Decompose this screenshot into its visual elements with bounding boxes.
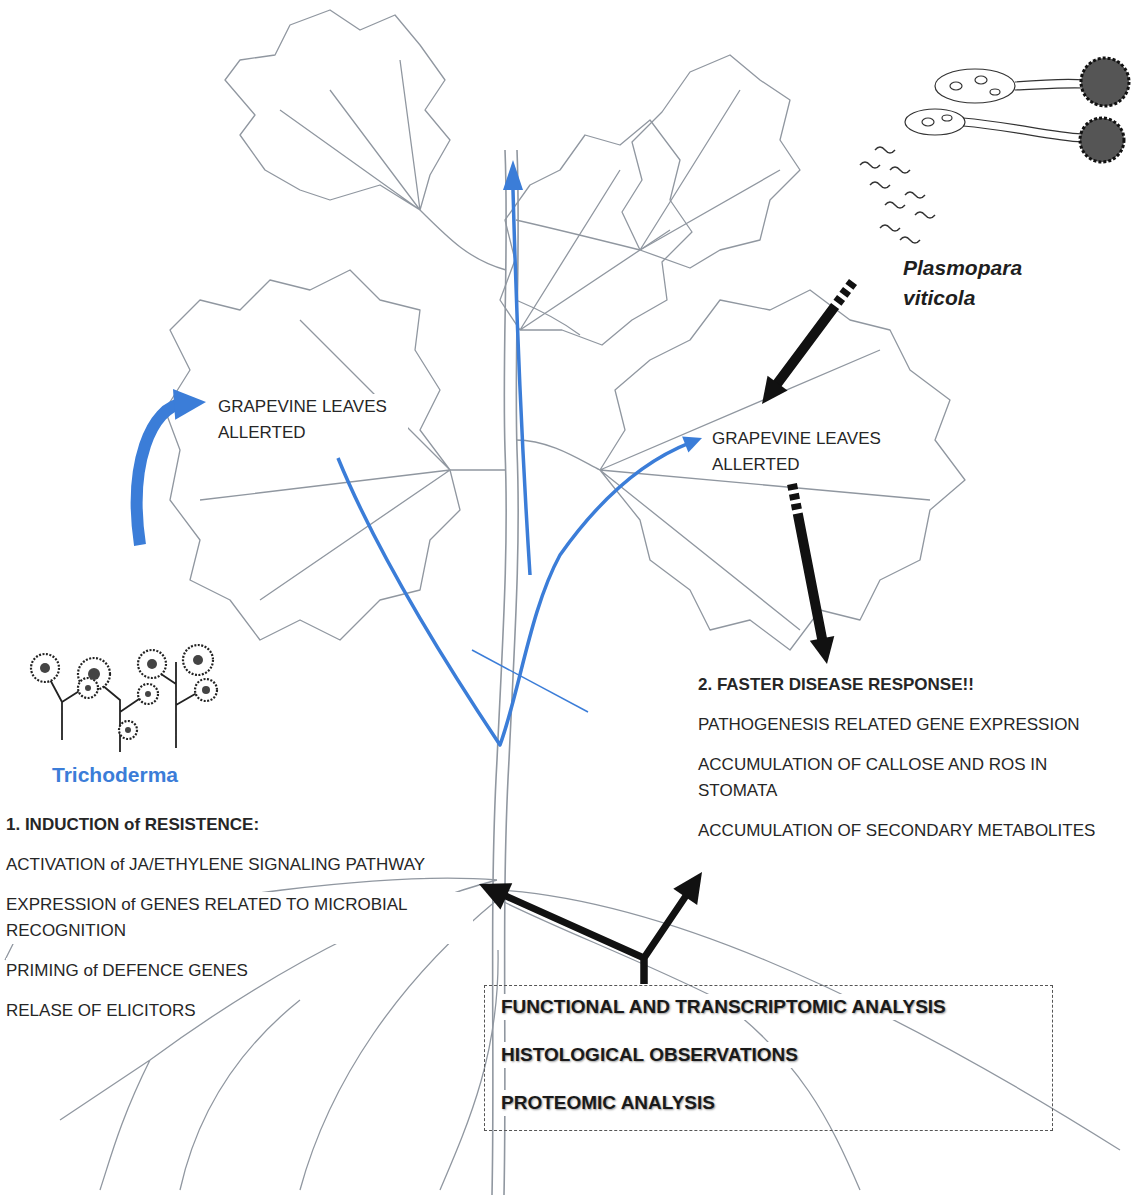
conidia-core — [145, 691, 151, 697]
conidia-core — [125, 727, 131, 733]
organism-name: Trichoderma — [52, 762, 178, 788]
signal-arrowhead — [503, 160, 523, 190]
connector-arrow — [137, 389, 206, 545]
plasmopara-sketch — [860, 58, 1129, 243]
connector-line — [498, 893, 644, 984]
conidia-cluster — [31, 654, 59, 682]
connector-arrow — [644, 872, 702, 984]
conidia-cluster — [138, 684, 158, 704]
list-item: PRIMING of DEFENCE GENES — [6, 958, 248, 984]
connector-arrow — [338, 436, 702, 745]
stem-signal-lines — [472, 160, 588, 712]
zoospore-cells — [922, 76, 1000, 126]
mycelium-mass — [1080, 118, 1124, 162]
conidia-core — [147, 659, 157, 669]
conidia-cluster — [119, 721, 137, 739]
conidia-cluster — [78, 678, 98, 698]
conidia-cluster — [183, 645, 213, 675]
signal-line — [513, 190, 530, 575]
leaf-outline — [600, 290, 965, 650]
conidia-core — [193, 655, 203, 665]
connector-line — [137, 404, 184, 545]
leaf-status: GRAPEVINE LEAVES ALLERTED — [218, 394, 408, 446]
analysis-box: FUNCTIONAL AND TRANSCRIPTOMIC ANALYSIS HI… — [484, 985, 1053, 1131]
conidia-core — [202, 686, 210, 694]
pathogen-name: Plasmopara viticola — [903, 253, 1053, 313]
leaf-outline — [225, 10, 450, 210]
list-item: RELASE OF ELICITORS — [6, 998, 196, 1024]
arrowhead — [810, 636, 835, 664]
method-item: FUNCTIONAL AND TRANSCRIPTOMIC ANALYSIS — [501, 994, 946, 1020]
leaf-label: GRAPEVINE LEAVES ALLERTED — [218, 394, 408, 446]
grapevine-sketch — [5, 10, 1120, 1195]
leaf-label: GRAPEVINE LEAVES ALLERTED — [712, 426, 902, 478]
pathogen-label: Plasmopara viticola — [903, 253, 1053, 313]
root-system — [5, 878, 1120, 1190]
signal-line — [472, 650, 588, 712]
list-item: ACCUMULATION OF SECONDARY METABOLITES — [698, 818, 1095, 844]
list-item: PATHOGENESIS RELATED GENE EXPRESSION — [698, 712, 1080, 738]
list-item: EXPRESSION of GENES RELATED TO MICROBIAL… — [6, 892, 473, 944]
list-item: ACCUMULATION OF CALLOSE AND ROS IN STOMA… — [698, 752, 1128, 804]
method-item: PROTEOMIC ANALYSIS — [501, 1090, 715, 1116]
sporangium — [905, 109, 965, 135]
arrowhead — [682, 436, 702, 452]
list-item: ACTIVATION of JA/ETHYLENE SIGNALING PATH… — [6, 852, 425, 878]
connector-line — [644, 889, 690, 984]
connector-line — [338, 443, 690, 745]
connector-arrow — [762, 282, 853, 404]
arrowhead — [762, 376, 788, 404]
leaf-outline — [500, 120, 692, 345]
leaf-outline — [622, 55, 800, 268]
arrowhead — [173, 389, 206, 420]
conidia-core — [88, 668, 100, 680]
arrowhead — [479, 883, 512, 909]
trichoderma-sketch — [31, 645, 217, 752]
zoospores — [860, 147, 935, 243]
method-item: HISTOLOGICAL OBSERVATIONS — [501, 1042, 798, 1068]
mycelium-mass — [1081, 58, 1129, 106]
conidia-core — [40, 663, 50, 673]
leaf-outline — [165, 270, 460, 640]
list-heading: 2. FASTER DISEASE RESPONSE!! — [698, 672, 974, 698]
conidia-cluster — [195, 679, 217, 701]
response-list: 2. FASTER DISEASE RESPONSE!! PATHOGENESIS… — [698, 672, 1128, 844]
organism-label: Trichoderma — [52, 762, 222, 788]
connector-line — [773, 282, 853, 389]
leaf-status: GRAPEVINE LEAVES ALLERTED — [712, 426, 902, 478]
conidia-cluster — [138, 650, 166, 678]
list-heading: 1. INDUCTION of RESISTENCE: — [6, 812, 259, 838]
conidia-core — [40, 655, 210, 733]
connector-line — [792, 484, 824, 646]
connector-arrow — [479, 883, 644, 984]
sporangiophore — [963, 79, 1085, 142]
conidia-core — [85, 685, 91, 691]
conidia-cluster — [31, 645, 217, 739]
conidiophore — [46, 662, 202, 752]
sporangium — [935, 69, 1015, 103]
connector-arrow — [792, 484, 834, 664]
arrowhead — [673, 872, 702, 905]
induction-list: 1. INDUCTION of RESISTENCE: ACTIVATION of… — [6, 812, 473, 1024]
